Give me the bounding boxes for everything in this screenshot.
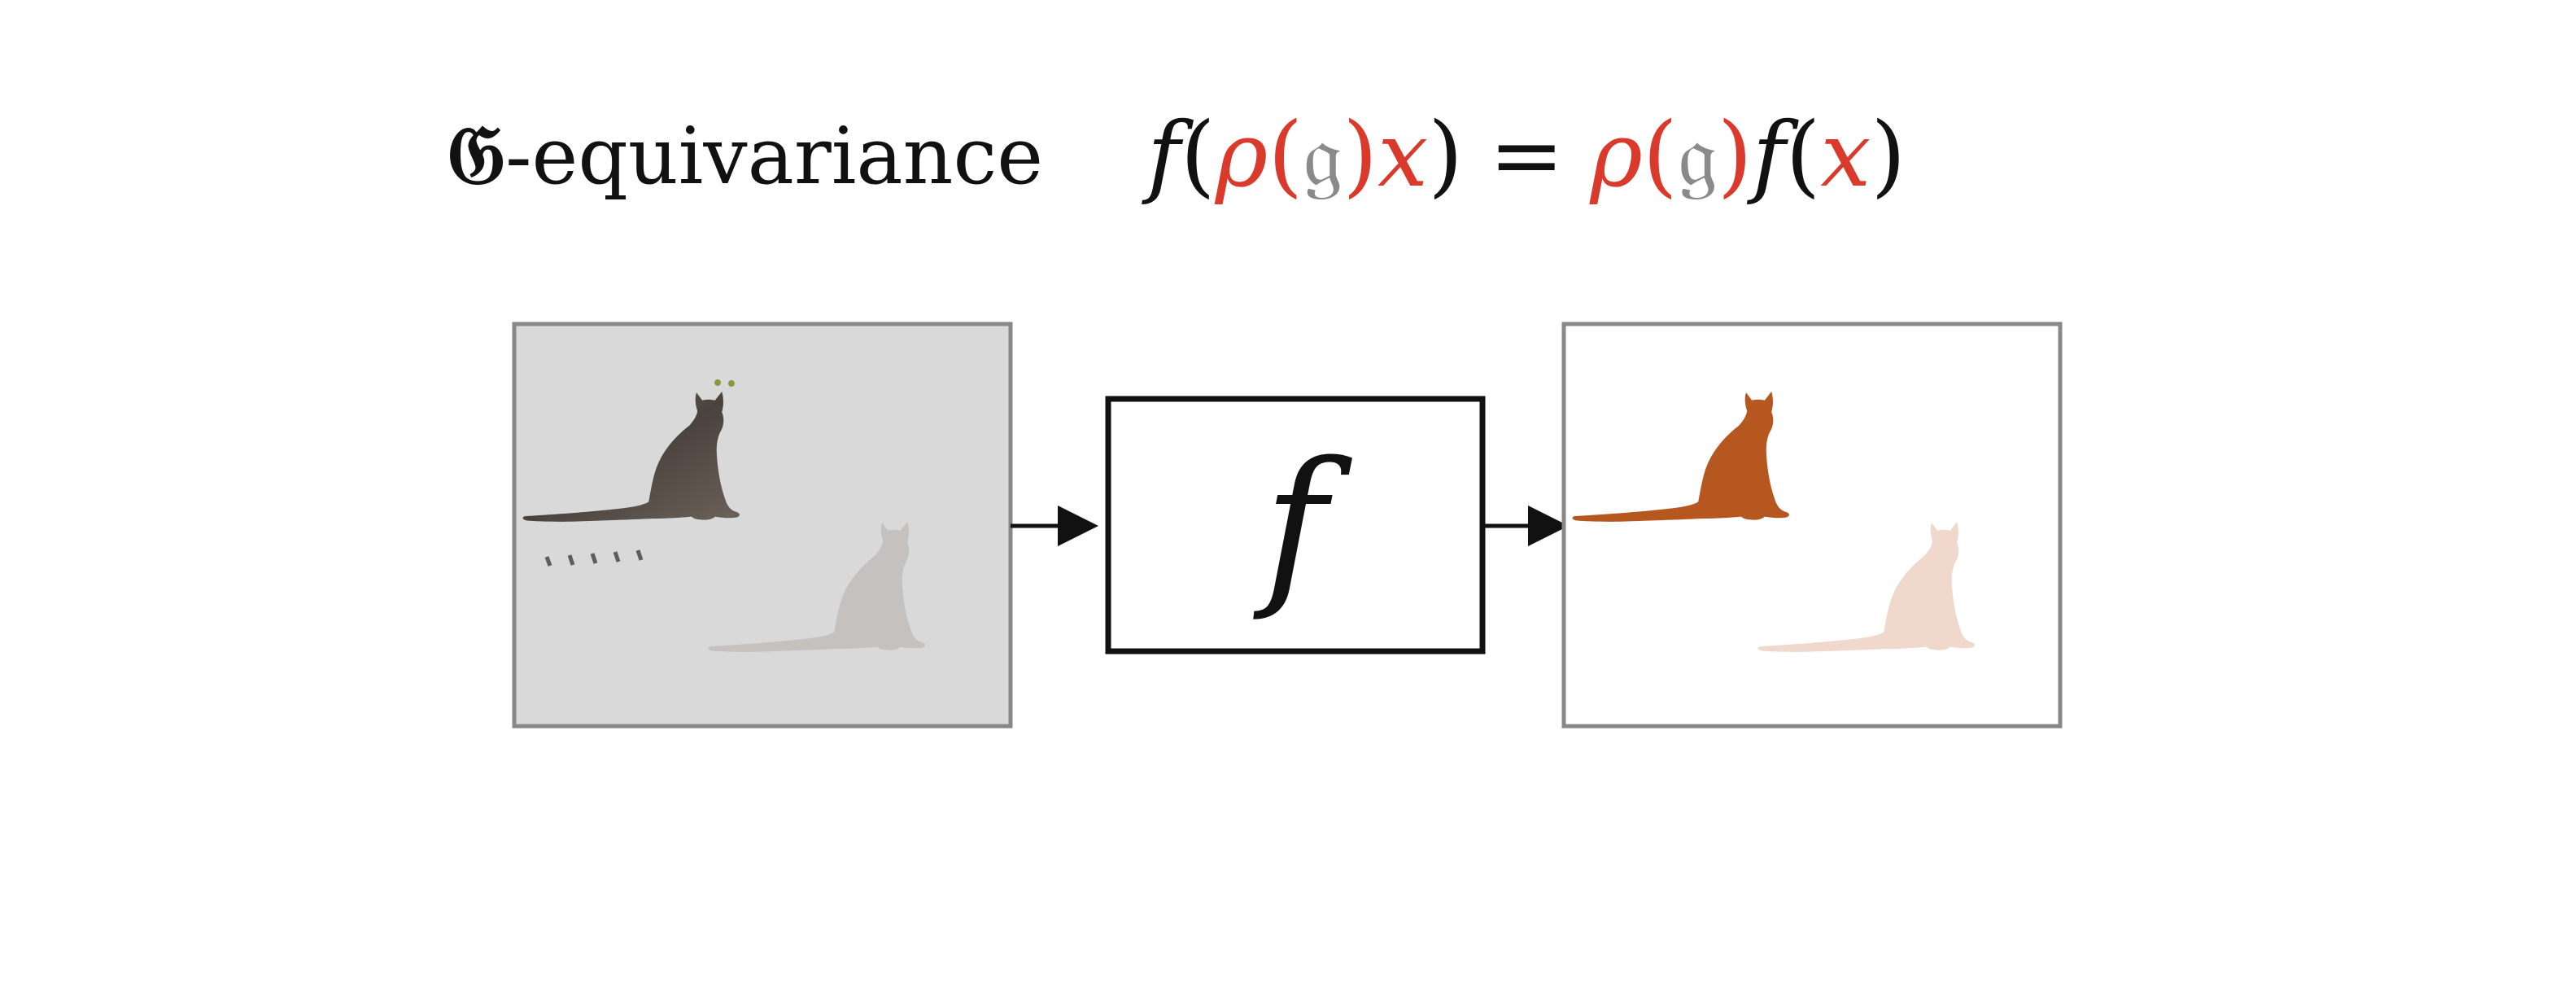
input-image-panel: [512, 322, 1013, 729]
eq-lhs-rho: ρ: [1215, 103, 1268, 207]
group-symbol: 𝔊: [448, 107, 506, 203]
eq-rhs-open: (: [1785, 103, 1821, 207]
eq-lhs-close: ): [1428, 103, 1464, 207]
eq-rhs-g: 𝔤: [1677, 103, 1718, 207]
eq-equals: =: [1489, 103, 1565, 207]
eq-rhs-x: x: [1820, 103, 1871, 207]
function-box: [1105, 396, 1486, 654]
eq-rhs-f: f: [1752, 103, 1786, 207]
eq-lhs-f: f: [1147, 103, 1181, 207]
eq-lhs-x: x: [1378, 103, 1429, 207]
eq-rhs-g-open: (: [1642, 103, 1678, 207]
diagram-title: 𝔊-equivariance: [448, 90, 1043, 220]
eq-rhs-close: ): [1871, 103, 1906, 207]
input-image-frame: [512, 322, 1013, 729]
title-text: 𝔊-equivariance: [448, 107, 1044, 203]
eq-lhs-g: 𝔤: [1303, 103, 1343, 207]
eq-lhs-open: (: [1180, 103, 1216, 207]
eq-rhs-rho: ρ: [1590, 103, 1643, 207]
output-mask-panel: [1561, 322, 2063, 729]
output-mask-frame: [1561, 322, 2063, 729]
eq-lhs-g-open: (: [1268, 103, 1303, 207]
eq-lhs-g-close: ): [1343, 103, 1378, 207]
title-word: -equivariance: [505, 111, 1044, 202]
eq-rhs-g-close: ): [1717, 103, 1753, 207]
function-label: f: [1264, 425, 1327, 624]
equivariance-equation: f(ρ(𝔤)x)=ρ(𝔤)f(x): [1147, 90, 1906, 220]
